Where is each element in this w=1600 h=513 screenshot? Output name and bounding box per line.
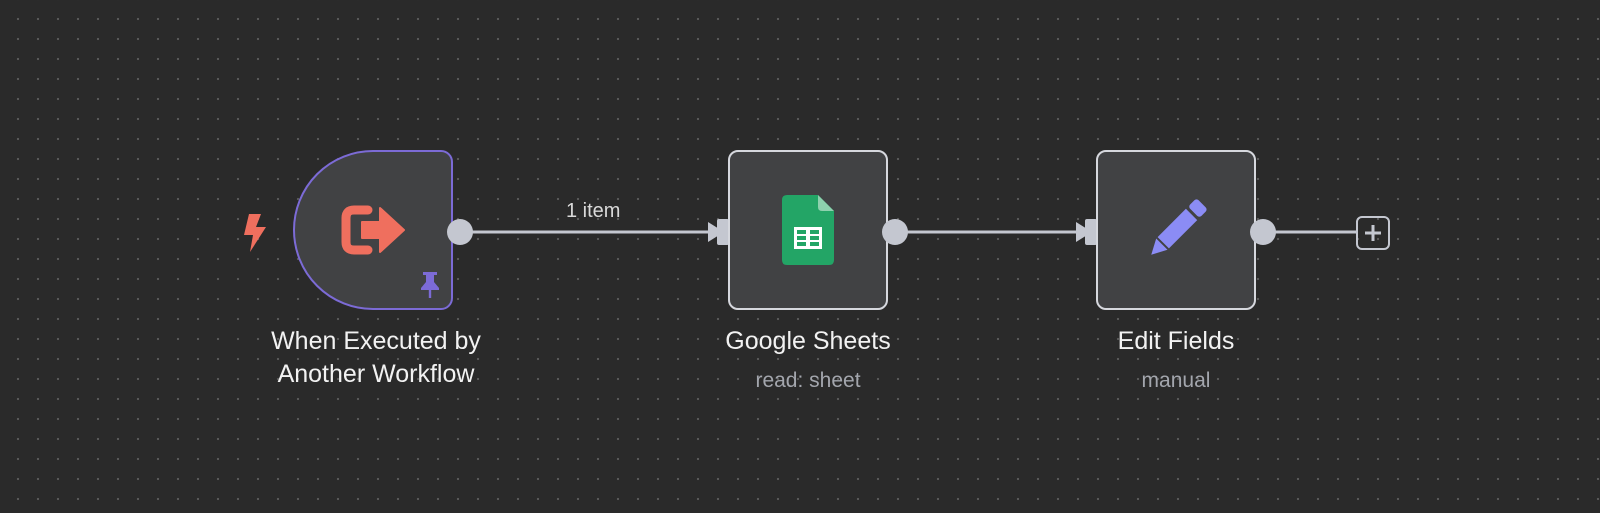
node-title-edit-fields: Edit Fields xyxy=(1117,327,1235,355)
node-title-line-2: Another Workflow xyxy=(277,360,475,388)
trigger-output-handle[interactable] xyxy=(447,219,473,245)
node-title-google-sheets: Google Sheets xyxy=(725,327,891,355)
node-subtitle-google-sheets: read: sheet xyxy=(755,369,861,392)
sheets-output-handle[interactable] xyxy=(882,219,908,245)
plus-icon xyxy=(1365,225,1381,241)
node-title-line-1: When Executed by xyxy=(271,327,481,355)
node-google-sheets[interactable] xyxy=(728,150,888,310)
node-title-trigger: When Executed by Another Workflow xyxy=(246,325,506,391)
add-node-button[interactable] xyxy=(1356,216,1390,250)
lightning-bolt-icon xyxy=(244,214,266,252)
node-when-executed-by-another-workflow[interactable] xyxy=(293,150,453,310)
node-edit-fields[interactable] xyxy=(1096,150,1256,310)
google-sheets-icon xyxy=(782,195,834,265)
connection-item-count: 1 item xyxy=(566,200,621,222)
pencil-icon xyxy=(1151,199,1207,255)
sheets-input-handle[interactable] xyxy=(717,219,729,245)
pin-icon xyxy=(421,272,439,298)
edit-output-handle[interactable] xyxy=(1250,219,1276,245)
node-subtitle-edit-fields: manual xyxy=(1141,369,1211,392)
edit-input-handle[interactable] xyxy=(1085,219,1097,245)
sign-out-icon xyxy=(341,205,405,255)
